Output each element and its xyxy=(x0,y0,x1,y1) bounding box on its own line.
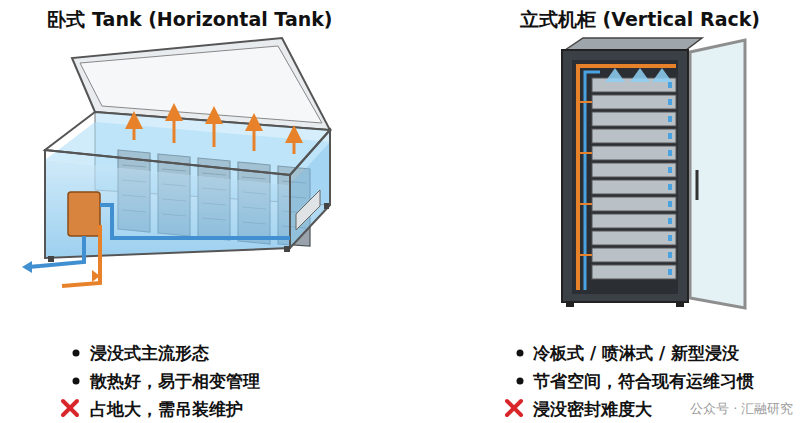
rack-illustration xyxy=(562,38,745,308)
panel-heading: 卧式 Tank (Horizontal Tank) xyxy=(47,7,332,33)
bullet-text: 占地大，需吊装维护 xyxy=(90,398,243,421)
bullet-text: 散热好，易于相变管理 xyxy=(90,370,260,393)
panel-heading: 立式机柜 (Vertical Rack) xyxy=(520,7,760,33)
bullet-text: 浸没密封难度大 xyxy=(533,398,652,421)
bullet-text: 冷板式 / 喷淋式 / 新型浸没 xyxy=(533,342,739,365)
tank-illustration xyxy=(22,38,330,286)
bullet-text: 浸没式主流形态 xyxy=(90,342,209,365)
bullet-text: 节省空间，符合现有运维习惯 xyxy=(533,370,754,393)
watermark: 公众号 · 汇融研究 xyxy=(690,400,793,418)
